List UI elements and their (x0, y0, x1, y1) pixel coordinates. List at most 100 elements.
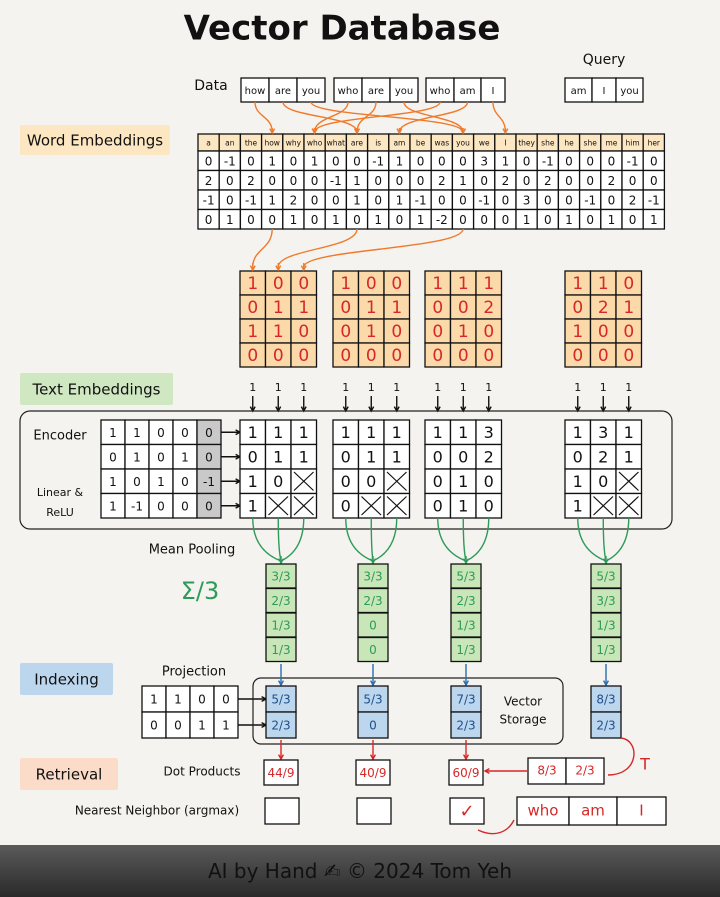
text-embedding-cell (290, 270, 318, 296)
embedding-value: 0 (544, 213, 552, 227)
encoder-output-cell (589, 468, 617, 495)
vocab-word: is (375, 139, 381, 148)
encoder-output-cell (475, 419, 503, 446)
encoder-matrix-cell (172, 443, 198, 470)
text-embedding-value: 0 (340, 346, 351, 366)
encoder-matrix-value: 1 (133, 426, 141, 440)
dot-product-value: 40/9 (360, 766, 387, 780)
embedding-value: 1 (396, 154, 404, 168)
pooling-arrow (437, 517, 467, 562)
embedding-value: 0 (523, 174, 531, 188)
bias-arrow (625, 396, 632, 413)
encoder-output-cell (424, 492, 452, 519)
encoder-output-cell (615, 419, 643, 446)
projected-value: 2/3 (456, 719, 475, 733)
pooling-arrow (465, 517, 490, 562)
embedding-value: 0 (396, 213, 404, 227)
text-embedding-cell (589, 342, 617, 368)
embedding-value: 0 (396, 174, 404, 188)
text-embedding-value: 0 (366, 274, 377, 294)
embedding-cell (642, 208, 666, 230)
embedding-value: 0 (205, 154, 213, 168)
projected-cell (357, 711, 389, 739)
text-embedding-cell (449, 270, 477, 296)
projection-matrix-cell (213, 685, 239, 713)
embedding-value: 1 (502, 154, 510, 168)
encoder-matrix-cell (148, 443, 174, 470)
data-word: are (275, 86, 291, 97)
vocab-word: who (307, 139, 323, 148)
encoder-output-value: 1 (392, 447, 402, 466)
bias-one: 1 (600, 381, 607, 394)
vocab-word: am (393, 139, 405, 148)
embedding-value: -1 (648, 193, 660, 207)
embedding-value: 0 (353, 154, 361, 168)
relu-zeroed-mark (618, 496, 639, 516)
encoder-matrix-cell (148, 468, 174, 495)
embedding-value: 0 (459, 213, 467, 227)
embedding-value: 0 (374, 193, 382, 207)
vocab-word: how (264, 139, 279, 148)
word-to-vocab-arrowhead (396, 128, 403, 135)
encoder-output-value: 2 (598, 447, 608, 466)
embedding-value: 0 (290, 154, 298, 168)
linear-relu-label-line1: Linear & (37, 486, 84, 499)
pooled-value: 5/3 (456, 570, 475, 584)
embedding-value: 0 (374, 174, 382, 188)
pooling-arrow (345, 517, 374, 562)
relu-zeroed-mark (386, 496, 407, 516)
dot-product-cell (263, 759, 299, 786)
text-embedding-cell (357, 270, 385, 296)
text-embedding-value: 1 (273, 298, 284, 318)
encoder-output-value: 1 (366, 447, 376, 466)
embedding-value: -1 (203, 193, 215, 207)
projection-arrow (238, 695, 268, 703)
label-retrieval-bg (20, 758, 118, 790)
encoder-output-value: 1 (299, 447, 309, 466)
pooled-cell (450, 563, 482, 589)
mean-pooling-label: Mean Pooling (149, 543, 236, 558)
encoder-matrix-value: 0 (157, 450, 165, 464)
vector-storage-label-line2: Storage (500, 713, 547, 727)
pooled-cell (450, 612, 482, 638)
projected-cell (590, 685, 622, 713)
text-embedding-cell (564, 270, 592, 296)
text-embedding-value: 1 (623, 298, 634, 318)
embedding-value: 1 (523, 213, 531, 227)
dot-product-arrow (462, 740, 470, 761)
text-embedding-value: 1 (458, 322, 469, 342)
text-embedding-value: 0 (340, 298, 351, 318)
pooled-value: 2/3 (363, 594, 382, 608)
pooled-value: 0 (369, 643, 377, 657)
pooled-value: 3/3 (363, 570, 382, 584)
embedding-value: 0 (459, 193, 467, 207)
linear-relu-label-line2: ReLU (46, 506, 74, 519)
pooled-cell (590, 636, 622, 663)
bias-arrow (600, 396, 607, 413)
projected-value: 8/3 (596, 693, 615, 707)
bias-one: 1 (275, 381, 282, 394)
page-title: Vector Database (184, 9, 501, 49)
embedding-value: 1 (268, 154, 276, 168)
embedding-value: 0 (438, 154, 446, 168)
encoder-output-value: 1 (433, 423, 443, 442)
embedding-value: 2 (290, 193, 298, 207)
vocab-word: me (605, 139, 617, 148)
text-embedding-value: 1 (432, 274, 443, 294)
text-embedding-value: 0 (458, 298, 469, 318)
pooled-value: 5/3 (596, 570, 615, 584)
encoder-output-value: 0 (484, 496, 494, 515)
bias-one: 1 (300, 381, 307, 394)
query-word: you (620, 86, 638, 97)
encoder-matrix-value: 1 (181, 450, 189, 464)
word-to-vocab-arrow (313, 101, 349, 133)
text-embedding-cell (264, 294, 292, 320)
projected-cell (265, 711, 297, 739)
encoder-matrix-value: 0 (205, 450, 213, 464)
text-embedding-value: 0 (391, 274, 402, 294)
text-embedding-cell (564, 342, 592, 368)
text-embedding-value: 0 (391, 346, 402, 366)
embedding-value: 0 (544, 193, 552, 207)
encoder-matrix-value: 0 (133, 475, 141, 489)
query-word-box (564, 77, 593, 103)
